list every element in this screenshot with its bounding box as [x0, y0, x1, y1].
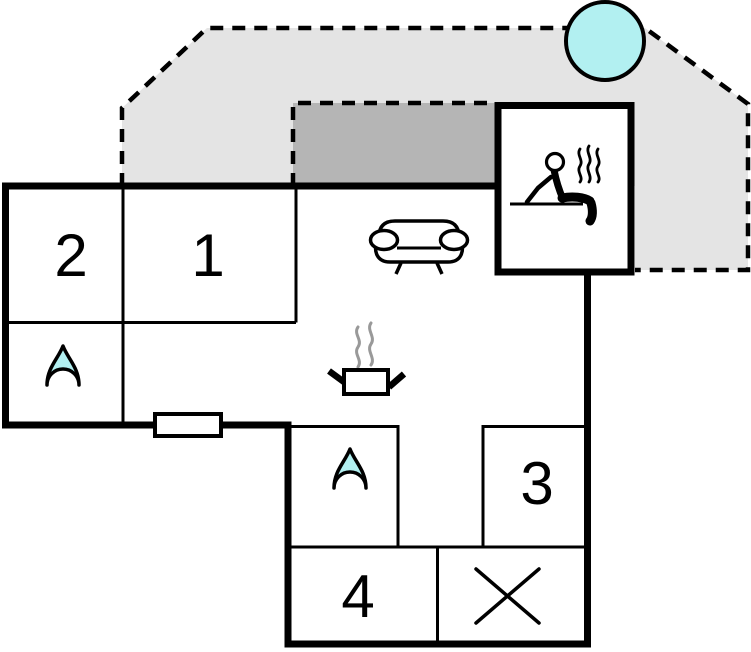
sofa-armrest-left [368, 228, 400, 252]
sauna-room-walls [494, 102, 635, 276]
room-1-label: 1 [191, 222, 224, 289]
pot-handles [327, 368, 407, 390]
pot-body [342, 368, 390, 396]
room-4-label: 4 [341, 563, 374, 630]
exterior-walls [2, 182, 591, 648]
covered-terrace-dashed-border [290, 100, 495, 186]
sauna-steam-icon [577, 144, 601, 184]
sauna-person-calf [585, 198, 597, 226]
pot-steam-right [368, 321, 374, 367]
sauna-room [494, 102, 635, 276]
sofa-legs [394, 262, 444, 275]
room-3-label: 3 [520, 450, 553, 517]
sauna-person-head [544, 151, 566, 173]
water-drop-icon-upper [45, 344, 81, 387]
sauna-person-arm [524, 174, 554, 205]
terrace-dashed-border [119, 25, 751, 273]
covered-terrace-fill [293, 103, 495, 186]
sofa-icon [368, 219, 470, 275]
sofa-armrest-right [438, 228, 470, 252]
hot-tub-icon [564, 0, 646, 82]
interior-partitions [4, 186, 587, 644]
room-2-label: 2 [54, 222, 87, 289]
window-icon [153, 412, 223, 438]
pot-steam-left [355, 325, 361, 369]
water-drop-icon-lower [332, 447, 368, 490]
terrace-area [119, 25, 751, 273]
sauna-person-thigh [557, 192, 595, 206]
sauna-person-icon [510, 144, 601, 226]
x-mark-icon [474, 567, 541, 625]
steaming-pot-icon [327, 321, 407, 396]
